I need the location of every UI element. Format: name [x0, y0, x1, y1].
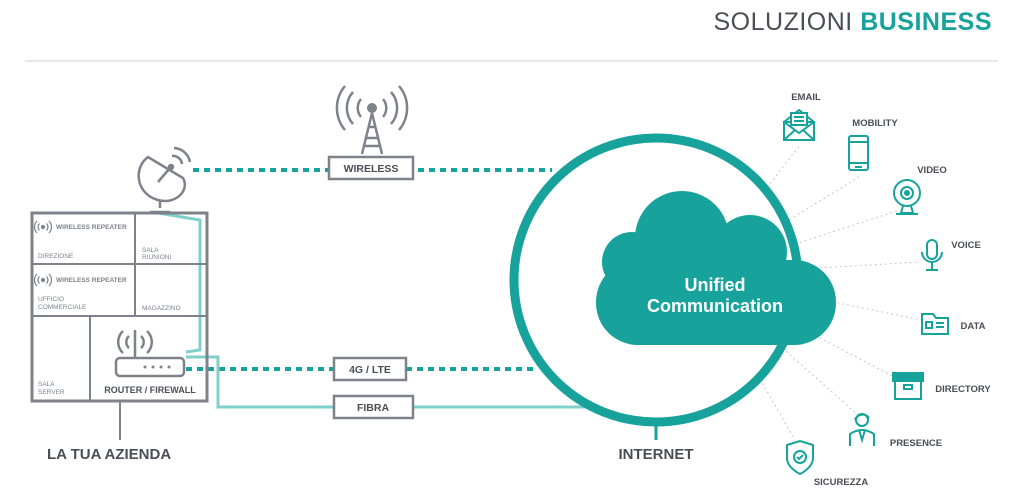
page-title: SOLUZIONI BUSINESS — [713, 8, 992, 37]
archive-icon — [892, 372, 924, 400]
mobile-icon — [848, 135, 869, 171]
operator-icon — [849, 413, 875, 446]
service-label-presence: PRESENCE — [890, 438, 942, 449]
service-label-voice: VOICE — [951, 240, 981, 251]
service-label-mobility: MOBILITY — [852, 118, 898, 129]
router-label: ROUTER / FIREWALL — [104, 385, 196, 395]
connection-lines — [157, 168, 585, 409]
wireless-repeater-icon — [33, 273, 53, 287]
room-direzione: DIREZIONE — [38, 253, 74, 260]
internet-caption: INTERNET — [619, 446, 694, 463]
room-sala-riunioni: RIUNIONI — [142, 254, 171, 261]
cloud-title: Unified — [685, 275, 746, 295]
service-label-directory: DIRECTORY — [935, 384, 991, 395]
room-magazzino: MAGAZZINO — [142, 305, 181, 312]
wireless-label-box — [327, 155, 415, 181]
header-divider — [25, 60, 998, 62]
building-outline — [30, 211, 209, 403]
cloud-icon — [596, 191, 836, 345]
room-sala-server: SALA — [38, 381, 55, 388]
dish-cable — [157, 211, 202, 354]
service-label-email: EMAIL — [791, 92, 821, 103]
company-caption: LA TUA AZIENDA — [47, 446, 171, 463]
fibra-label: FIBRA — [357, 402, 389, 414]
room-ufficio-commerciale: COMMERCIALE — [38, 304, 87, 311]
room-ufficio-commerciale: UFFICIO — [38, 296, 64, 303]
company-building — [30, 211, 209, 403]
room-sala-riunioni: SALA — [142, 247, 159, 254]
title-light: SOLUZIONI — [713, 8, 853, 36]
lte-label: 4G / LTE — [349, 364, 391, 376]
satellite-dish-icon — [137, 146, 192, 214]
service-label-video: VIDEO — [917, 165, 947, 176]
repeater-label: WIRELESS REPEATER — [56, 277, 127, 284]
fibra-label-box — [332, 394, 415, 420]
service-label-data: DATA — [961, 321, 986, 332]
email-icon — [783, 108, 815, 141]
router-icon — [114, 330, 186, 378]
fibra-link-left — [186, 355, 334, 409]
cloud-title: Communication — [647, 296, 783, 316]
microphone-icon — [921, 239, 943, 271]
service-label-sicurezza: SICUREZZA — [814, 477, 869, 488]
lte-label-box — [332, 356, 408, 382]
wireless-repeater-icon — [33, 220, 53, 234]
antenna-tower-icon — [335, 85, 409, 155]
shield-icon — [786, 439, 814, 476]
title-bold: BUSINESS — [860, 8, 992, 36]
wireless-label: WIRELESS — [344, 163, 399, 175]
room-sala-server: SERVER — [38, 389, 65, 396]
webcam-icon — [893, 179, 921, 215]
repeater-label: WIRELESS REPEATER — [56, 224, 127, 231]
folder-icon — [921, 313, 949, 335]
